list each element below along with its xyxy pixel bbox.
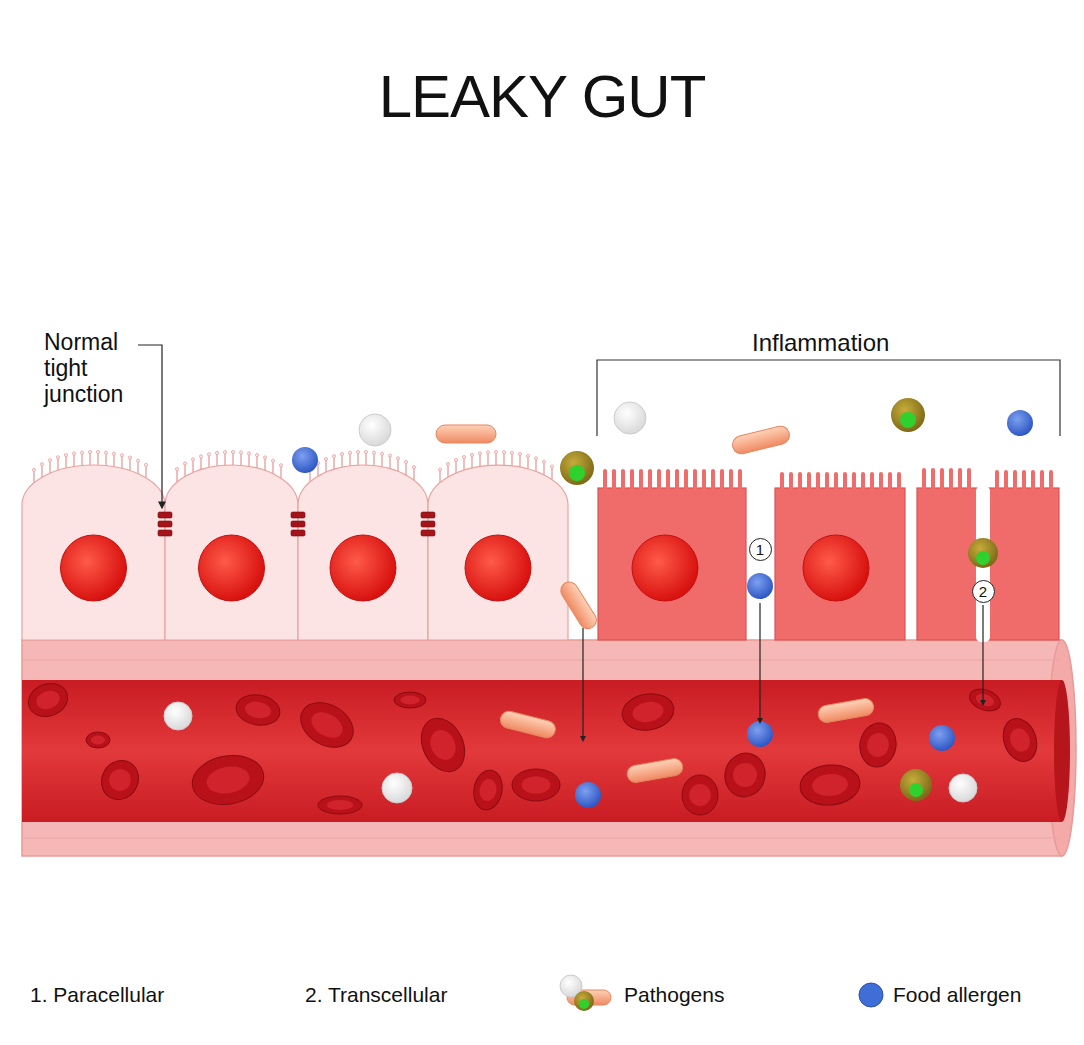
callout-circle: 1 bbox=[749, 538, 772, 561]
red-blood-cells bbox=[24, 678, 1043, 815]
title: LEAKY GUT bbox=[0, 62, 1084, 131]
tight-junction bbox=[158, 512, 435, 536]
junction-label: Normal tight junction bbox=[44, 329, 154, 407]
legend-swatch bbox=[859, 983, 883, 1007]
normal-epithelial-cells bbox=[22, 465, 568, 640]
leader-lines bbox=[138, 345, 986, 742]
legend-text: Food allergen bbox=[893, 982, 1021, 1008]
legend-text: 2. Transcellular bbox=[305, 982, 447, 1008]
microvilli bbox=[32, 450, 1051, 490]
region-label: Inflammation bbox=[752, 329, 889, 357]
callout-circle: 2 bbox=[972, 580, 995, 603]
pathogen-icon bbox=[560, 975, 611, 1011]
particles bbox=[164, 398, 1033, 808]
callout-number: 1 bbox=[756, 542, 764, 557]
callout-number: 2 bbox=[979, 584, 987, 599]
inflamed-epithelial-cells bbox=[598, 486, 1059, 642]
legend-text: Pathogens bbox=[624, 982, 724, 1008]
legend-text: 1. Paracellular bbox=[30, 982, 164, 1008]
bracket bbox=[597, 360, 1060, 436]
blood-vessel bbox=[22, 640, 1076, 856]
